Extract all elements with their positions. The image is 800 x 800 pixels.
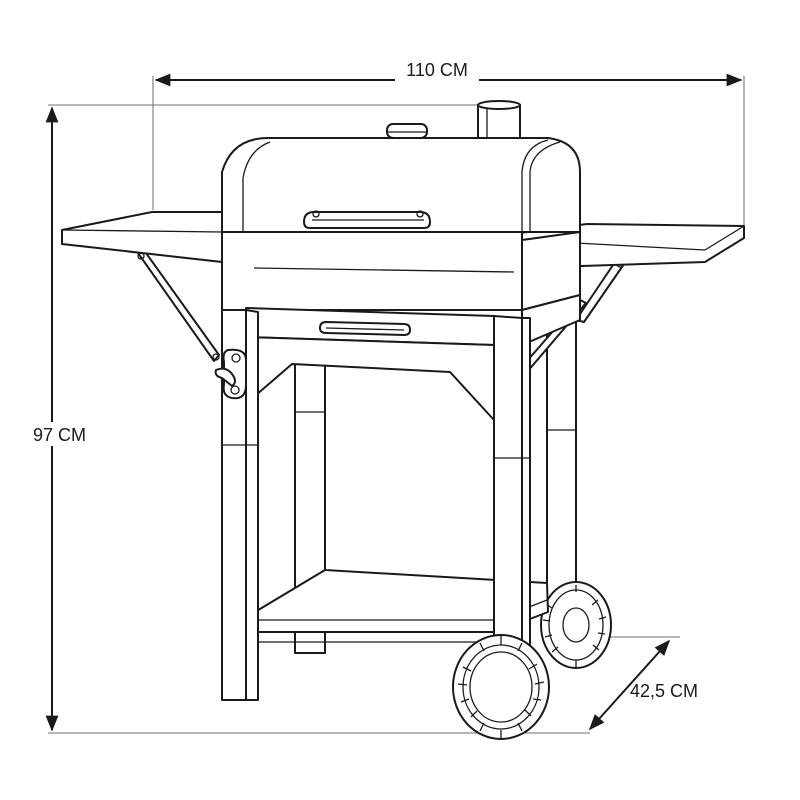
- firebox: [221, 231, 581, 311]
- front-right-leg: [493, 315, 531, 666]
- front-wheel: [452, 634, 550, 740]
- lid-handle: [303, 210, 431, 229]
- grill-lid: [221, 123, 581, 233]
- front-left-leg: [221, 309, 259, 701]
- chimney: [477, 100, 521, 139]
- width-label: 110 CM: [406, 60, 468, 80]
- front-apron: [245, 336, 495, 421]
- depth-dimension: 42,5 CM: [520, 636, 698, 734]
- bottle-opener-icon: [214, 348, 247, 400]
- height-dimension: 97 CM: [30, 104, 498, 734]
- rear-wheel: [540, 581, 612, 669]
- height-label: 97 CM: [33, 425, 86, 445]
- depth-label: 42,5 CM: [630, 681, 698, 701]
- width-dimension: 110 CM: [152, 60, 745, 228]
